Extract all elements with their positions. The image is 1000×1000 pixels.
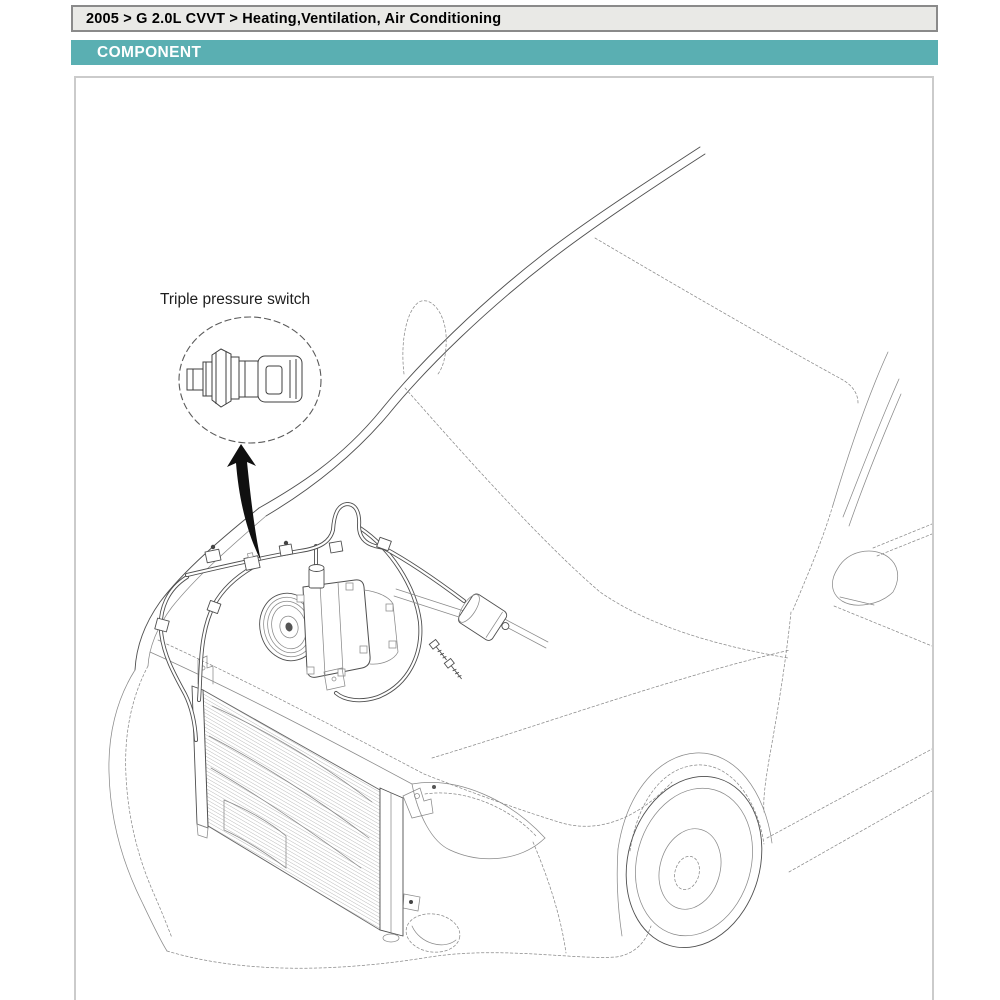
callout-label: Triple pressure switch xyxy=(160,291,310,308)
receiver-drier xyxy=(457,593,510,641)
pipe-fittings xyxy=(154,536,392,633)
fog-lamp xyxy=(405,913,461,953)
side-mirror xyxy=(832,550,899,606)
triple-pressure-switch-location xyxy=(243,552,261,571)
ac-pipes xyxy=(158,526,423,742)
section-header: COMPONENT xyxy=(71,40,938,65)
callout: Triple pressure switch xyxy=(160,291,322,561)
diagram-frame: Triple pressure switch xyxy=(74,76,934,1000)
compressor xyxy=(259,544,399,691)
breadcrumb[interactable]: 2005 > G 2.0L CVVT > Heating,Ventilation… xyxy=(71,5,938,32)
mounting-bolts xyxy=(428,638,462,680)
near-mirror xyxy=(402,300,447,375)
car-body-lines xyxy=(108,146,932,969)
front-wheel xyxy=(616,752,773,949)
condenser xyxy=(191,655,436,943)
component-illustration: Triple pressure switch xyxy=(108,146,932,969)
callout-arrow xyxy=(227,444,261,561)
breadcrumb-text: 2005 > G 2.0L CVVT > Heating,Ventilation… xyxy=(86,10,502,27)
headlight xyxy=(411,782,546,860)
pressure-switch-drawing xyxy=(186,348,303,408)
section-header-label: COMPONENT xyxy=(97,43,202,61)
